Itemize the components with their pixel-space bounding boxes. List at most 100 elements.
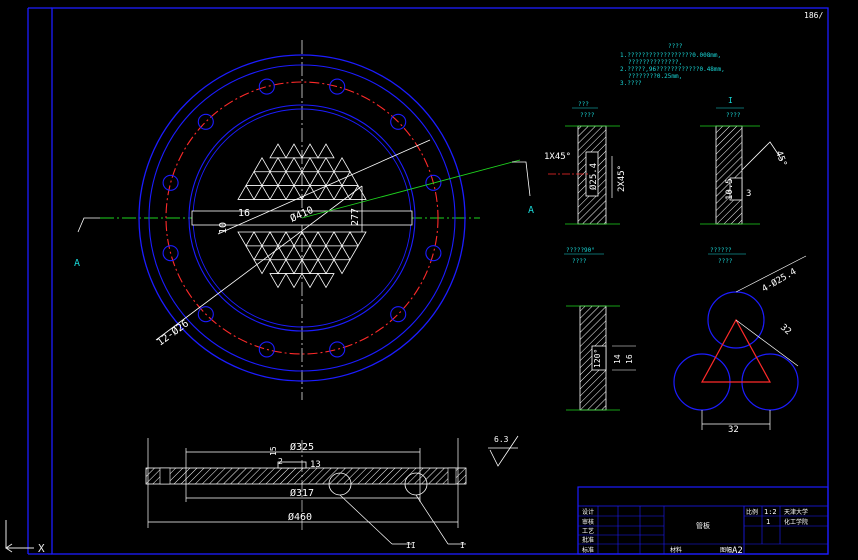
detail3-title: ?????90° bbox=[566, 247, 595, 254]
detail-view-1[interactable]: ??? ???? 1X45° Ø25.4 2X45° bbox=[544, 101, 627, 225]
plan-view[interactable]: Ø410 277 16 10 12-Ø26 A A bbox=[74, 40, 534, 400]
tube-pitch-triangle bbox=[325, 170, 343, 186]
detail3-dim-120: 120° bbox=[593, 349, 602, 368]
detail3-groove bbox=[591, 345, 607, 371]
section-marker-a-right: A bbox=[528, 205, 534, 216]
front-partition-groove bbox=[277, 461, 307, 469]
title-note-2: 化工学院 bbox=[784, 518, 808, 526]
tube-pitch-triangle bbox=[285, 259, 303, 275]
notes-line-3: 2.?????,96????????????0.48mm, bbox=[620, 66, 725, 73]
detail1-dim-chamfer2: 2X45° bbox=[617, 165, 627, 192]
detail2-dim-angle: 45° bbox=[773, 150, 788, 169]
section-line-a bbox=[301, 159, 521, 219]
dim-d317: Ø317 bbox=[290, 487, 314, 499]
notes-line-1: 1.??????????????????0.008mm, bbox=[620, 52, 721, 59]
detail-view-2[interactable]: I ???? 45° 10.5 3 bbox=[700, 96, 788, 225]
dim-d325: Ø325 bbox=[290, 441, 314, 453]
tube-pitch-triangle bbox=[333, 231, 351, 247]
tube-pitch-triangle bbox=[301, 143, 319, 159]
detail1-scale: ???? bbox=[580, 112, 595, 119]
tube-pitch-triangle bbox=[253, 231, 271, 247]
title-note-1: 天津大学 bbox=[784, 508, 808, 516]
tube-pitch-triangle bbox=[341, 245, 359, 261]
front-plate-hatch bbox=[145, 467, 467, 485]
detail1-dim-chamfer: 1X45° bbox=[544, 152, 571, 162]
title-qty: 1 bbox=[766, 518, 770, 526]
detail-view-4[interactable]: ?????? ???? 4-Ø25.4 32 32 bbox=[673, 247, 807, 435]
bolt-hole bbox=[197, 113, 214, 130]
detail2-scale: ???? bbox=[726, 112, 741, 119]
title-block[interactable]: 管板 设计 审核 工艺 批准 标准 材料 比例 1:2 1 天津大学 化工学院 … bbox=[577, 486, 829, 556]
dim-15: 15 bbox=[269, 446, 278, 456]
section-marker-a-left: A bbox=[74, 258, 80, 269]
tube-pitch-triangle bbox=[285, 273, 303, 289]
tube-pitch-triangle bbox=[237, 184, 255, 200]
dim-10: 10 bbox=[218, 222, 229, 234]
tube-pitch-triangle bbox=[269, 157, 287, 173]
roughness-value: 6.3 bbox=[494, 435, 509, 444]
bolt-hole bbox=[425, 245, 442, 262]
detail2-title: I bbox=[728, 96, 733, 105]
bolt-hole bbox=[162, 245, 179, 262]
detail3-dim-16: 16 bbox=[625, 354, 634, 364]
dim-16: 16 bbox=[238, 208, 250, 219]
tube-pitch-triangle bbox=[261, 170, 279, 186]
ucs-axis-label: X bbox=[38, 542, 45, 555]
leader-ii: II bbox=[406, 541, 416, 550]
tube-pitch-triangle bbox=[341, 170, 359, 186]
detail3-scale: ???? bbox=[572, 258, 587, 265]
tube-pitch-triangle bbox=[349, 231, 367, 247]
tube-pitch-triangle bbox=[285, 184, 303, 200]
dim-277: 277 bbox=[350, 208, 361, 226]
leader-i: I bbox=[460, 541, 465, 550]
bolt-hole bbox=[162, 174, 179, 191]
detail-view-3[interactable]: ?????90° ???? 120° 14 16 bbox=[564, 247, 636, 411]
tube-triangle-grid bbox=[237, 143, 367, 289]
drawing-border bbox=[27, 7, 829, 555]
dim-13: 13 bbox=[310, 460, 321, 470]
dim-d460: Ø460 bbox=[288, 511, 312, 523]
tube-pitch-triangle bbox=[317, 231, 335, 247]
ucs-icon: X bbox=[5, 520, 45, 555]
tube-pitch-triangle bbox=[285, 231, 303, 247]
tube-pitch-triangle bbox=[269, 143, 287, 159]
bolt-hole bbox=[425, 174, 442, 191]
bolt-hole bbox=[390, 306, 407, 323]
tube-pitch-triangle bbox=[285, 143, 303, 159]
dim-line-d410 bbox=[217, 139, 431, 235]
title-scale-value: 1:2 bbox=[764, 508, 777, 516]
tube-pitch-triangle bbox=[317, 259, 335, 275]
section-marker-right-arrow bbox=[512, 161, 531, 197]
detail4-title: ?????? bbox=[710, 247, 732, 254]
bolt-hole bbox=[258, 341, 275, 358]
top-right-mark: 186/ bbox=[804, 11, 823, 20]
title-page-value: A2 bbox=[732, 546, 743, 556]
detail4-pitch-triangle bbox=[700, 318, 772, 383]
title-material: 材料 bbox=[670, 546, 682, 554]
front-section-view[interactable]: Ø325 Ø317 Ø460 15 2 13 6.3 II I bbox=[145, 435, 519, 550]
tube-pitch-triangle bbox=[285, 157, 303, 173]
bolt-hole bbox=[258, 78, 275, 95]
tube-pitch-triangle bbox=[301, 231, 319, 247]
title-block-name: 管板 bbox=[696, 521, 710, 530]
tube-pitch-triangle bbox=[237, 231, 255, 247]
tube-pitch-triangle bbox=[277, 245, 295, 261]
tube-pitch-triangle bbox=[277, 170, 295, 186]
technical-notes: ???? 1.??????????????????0.008mm, ??????… bbox=[620, 43, 725, 87]
tube-pitch-triangle bbox=[301, 273, 319, 289]
tube-pitch-triangle bbox=[253, 157, 271, 173]
tube-pitch-triangle bbox=[269, 184, 287, 200]
notes-title: ???? bbox=[668, 43, 683, 50]
flange-inner-ring bbox=[148, 64, 456, 372]
roughness-symbol bbox=[489, 435, 519, 467]
detail4-dim-32a: 32 bbox=[778, 323, 793, 338]
bolt-hole bbox=[390, 113, 407, 130]
title-row-5: 标准 bbox=[582, 546, 594, 554]
gasket-circle bbox=[188, 104, 416, 332]
tube-pitch-triangle bbox=[309, 245, 327, 261]
tube-pitch-triangle bbox=[261, 245, 279, 261]
tube-pitch-triangle bbox=[301, 157, 319, 173]
tube-pitch-triangle bbox=[269, 273, 287, 289]
tube-pitch-triangle bbox=[349, 184, 367, 200]
